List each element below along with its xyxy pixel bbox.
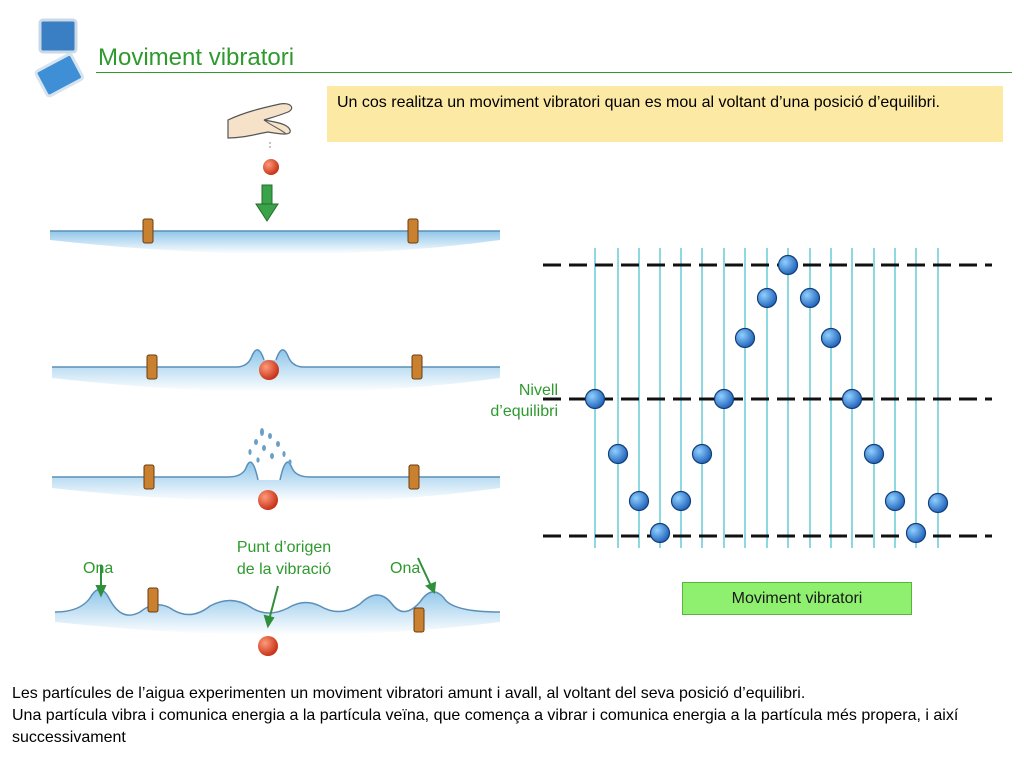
hand-icon (227, 103, 293, 139)
pointer-arrows (95, 557, 437, 629)
water-stage-4 (54, 587, 501, 656)
particle (756, 287, 778, 309)
origin-label-line1: Punt d’origen (236, 539, 332, 556)
origin-label-line2: de la vibració (236, 561, 332, 578)
explanation-line-2: Una partícula vibra i comunica energia a… (12, 707, 959, 746)
title-divider (96, 72, 1012, 73)
explanation-line-1: Les partícules de l’aigua experimenten u… (12, 685, 806, 702)
particle (777, 254, 799, 276)
ball-icon (263, 159, 279, 175)
equilibrium-label-line2: d’equilibri (490, 403, 558, 420)
definition-box: Un cos realitza un moviment vibratori qu… (327, 86, 1003, 142)
origin-point-label: Punt d’origen de la vibració (210, 537, 358, 581)
particle (734, 327, 756, 349)
vibratory-motion-label: Moviment vibratori (682, 582, 912, 615)
equilibrium-level-label: Nivell d’equilibri (458, 380, 558, 422)
particle (905, 522, 927, 544)
particles (584, 254, 949, 544)
logo-icon (34, 18, 84, 98)
splash-drops (248, 428, 292, 465)
particle (799, 287, 821, 309)
particle (607, 443, 629, 465)
particle (884, 490, 906, 512)
particle (863, 443, 885, 465)
wave-label-left: Ona (83, 560, 114, 577)
particle (713, 388, 735, 410)
explanation-text: Les partícules de l’aigua experimenten u… (12, 683, 1020, 749)
equilibrium-label-line1: Nivell (518, 382, 558, 399)
page-title: Moviment vibratori (98, 44, 295, 71)
water-stage-3 (52, 428, 500, 510)
water-stage-2 (52, 349, 500, 392)
down-arrow-icon (255, 184, 279, 222)
particle (820, 327, 842, 349)
particle (649, 522, 671, 544)
particle (927, 492, 949, 514)
water-stage-1 (50, 218, 500, 254)
water-stages-illustration (50, 103, 501, 656)
particle (584, 388, 606, 410)
particle (691, 443, 713, 465)
wave-label-right: Ona (390, 560, 421, 577)
particle (841, 388, 863, 410)
particle (670, 490, 692, 512)
particle (628, 490, 650, 512)
